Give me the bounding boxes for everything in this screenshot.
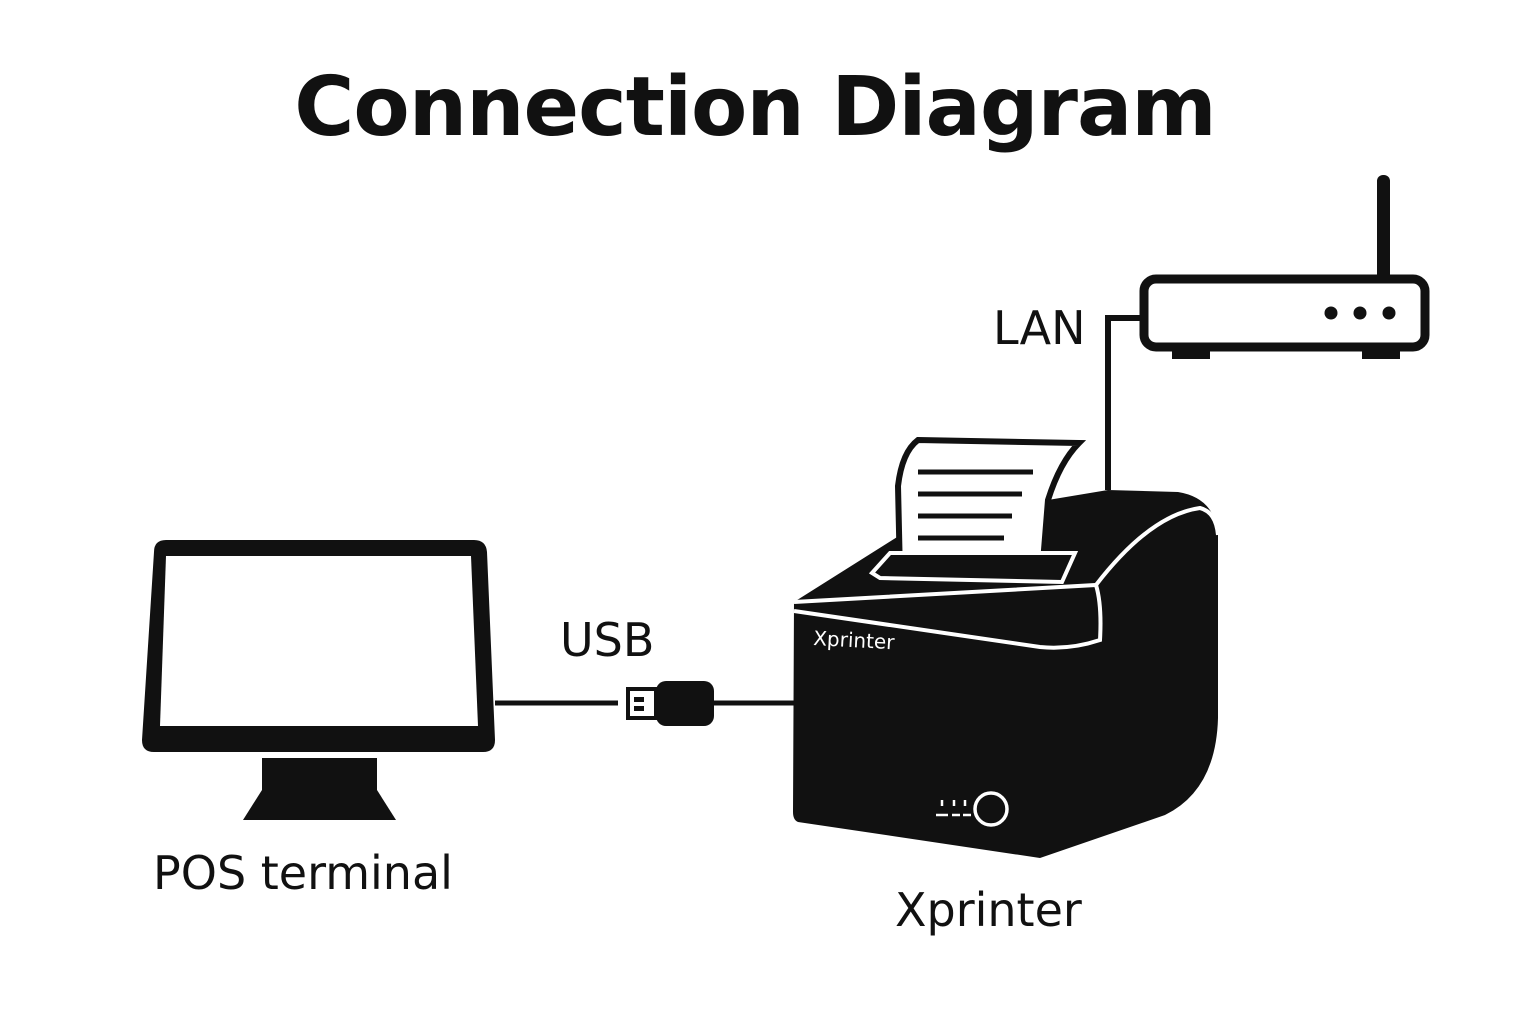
lan-cable xyxy=(1105,315,1146,490)
diagram-title: Connection Diagram xyxy=(294,60,1216,155)
usb-label: USB xyxy=(560,613,655,667)
pos-terminal-label: POS terminal xyxy=(153,846,453,900)
monitor-icon xyxy=(142,540,495,820)
lan-label: LAN xyxy=(993,301,1086,355)
printer-brand-label: Xprinter xyxy=(813,626,896,654)
usb-plug-icon xyxy=(626,681,714,726)
router-icon xyxy=(1139,175,1430,359)
receipt-printer-icon: Xprinter xyxy=(793,436,1220,858)
printer-label: Xprinter xyxy=(895,883,1082,937)
